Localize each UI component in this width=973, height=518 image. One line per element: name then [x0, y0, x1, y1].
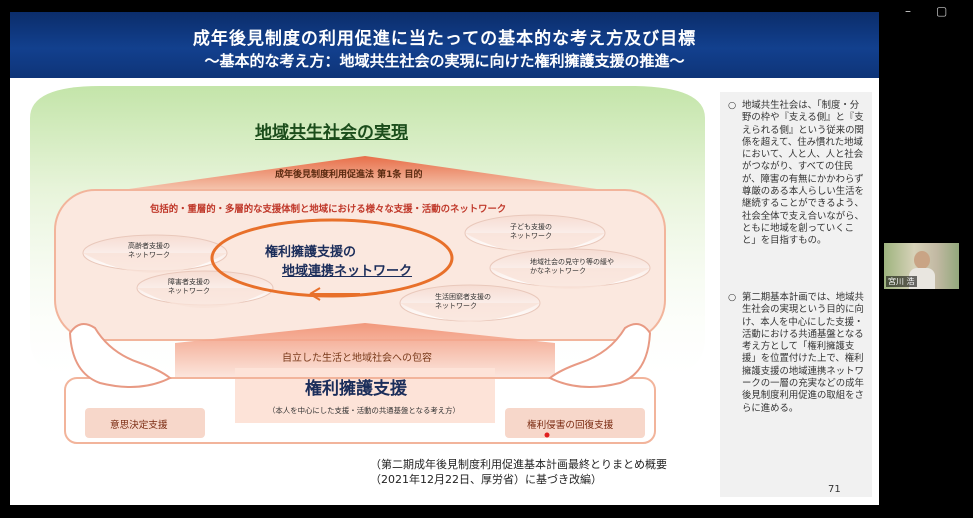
- center-title-line1: 権利擁護支援の: [265, 245, 357, 260]
- bowl-disability-base: [137, 288, 273, 308]
- inclusion-label: 自立した生活と地域社会への包容: [282, 353, 432, 364]
- note-bullet: ○: [728, 292, 737, 303]
- support-frame: [64, 377, 656, 444]
- note-text: 第二期基本計画では、地域共生社会の実現という目的に向け、本人を中心にした支援・活…: [742, 292, 864, 414]
- advocacy-subtitle: （本人を中心にした支援・活動の共通基盤となる考え方）: [268, 406, 460, 415]
- right-support-label: 権利侵害の回復支援: [527, 420, 614, 431]
- network-label: 包括的・重層的・多層的な支援体制と地域における様々な支援・活動のネットワーク: [150, 204, 507, 215]
- bowl-community-label: 地域社会の見守り等の緩や かなネットワーク: [530, 258, 614, 275]
- pointer-dot: [544, 432, 550, 438]
- purpose-arrow: [100, 156, 625, 193]
- note-item: ○ 地域共生社会は、「制度・分野の枠や『支える側』と『支えられる側』という従来の…: [728, 100, 868, 248]
- bowl-disability-label: 障害者支援の ネットワーク: [168, 278, 210, 295]
- note-item: ○ 第二期基本計画では、地域共生社会の実現という目的に向け、本人を中心にした支援…: [728, 292, 868, 415]
- notes-panel: ○ 地域共生社会は、「制度・分野の枠や『支える側』と『支えられる側』という従来の…: [720, 92, 872, 497]
- source-note-line2: （2021年12月22日、厚労省）に基づき改編）: [370, 473, 602, 486]
- source-note-line1: （第二期成年後見制度利用促進基本計画最終とりまとめ概要: [370, 458, 667, 471]
- left-hand-icon: [68, 323, 172, 388]
- center-title-line2: 地域連携ネットワーク: [282, 264, 413, 279]
- maximize-button[interactable]: ▢: [936, 4, 948, 18]
- bowl-children-base: [465, 233, 605, 253]
- slide-subtitle: ～基本的な考え方：地域共生社会の実現に向けた権利擁護支援の推進～: [204, 52, 685, 70]
- right-hand-icon: [548, 323, 652, 388]
- center-arrow-head: [309, 287, 321, 301]
- center-oval: [210, 218, 454, 298]
- left-support-label: 意思決定支援: [110, 420, 168, 431]
- bowl-poverty-base: [400, 303, 540, 322]
- right-support-box: [505, 408, 645, 438]
- bowl-elderly-label: 高齢者支援の ネットワーク: [128, 242, 170, 259]
- bowl-elderly-base: [83, 253, 227, 273]
- diagram: 地域共生社会の実現 成年後見制度利用促進法 第1条 目的 包括的・重層的・多層的…: [10, 78, 715, 505]
- participant-face-icon: [914, 251, 930, 269]
- page-number: 71: [828, 484, 841, 495]
- law-purpose-label: 成年後見制度利用促進法 第1条 目的: [275, 170, 423, 180]
- bowl-poverty-label: 生活困窮者支援の ネットワーク: [435, 293, 491, 310]
- minimize-button[interactable]: –: [905, 4, 911, 18]
- presentation-slide: 成年後見制度の利用促進に当たっての基本的な考え方及び目標 ～基本的な考え方：地域…: [10, 12, 879, 505]
- bowl-children-label: 子ども支援の ネットワーク: [510, 223, 552, 240]
- inclusion-band: [175, 323, 555, 378]
- note-bullet: ○: [728, 100, 737, 111]
- advocacy-title: 権利擁護支援: [305, 379, 407, 399]
- diagram-graphic: [30, 86, 705, 444]
- slide-title-bar: 成年後見制度の利用促進に当たっての基本的な考え方及び目標 ～基本的な考え方：地域…: [10, 12, 879, 78]
- source-note: （第二期成年後見制度利用促進基本計画最終とりまとめ概要 （2021年12月22日…: [370, 457, 710, 487]
- participant-video[interactable]: 宮川 浩: [884, 243, 959, 289]
- society-title: 地域共生社会の実現: [255, 123, 408, 143]
- left-support-box: [85, 408, 205, 438]
- note-text: 地域共生社会は、「制度・分野の枠や『支える側』と『支えられる側』という従来の関係…: [742, 100, 864, 247]
- participant-name: 宮川 浩: [886, 276, 917, 287]
- bowl-community-base: [490, 268, 650, 289]
- slide-title: 成年後見制度の利用促進に当たっての基本的な考え方及び目標: [192, 29, 697, 49]
